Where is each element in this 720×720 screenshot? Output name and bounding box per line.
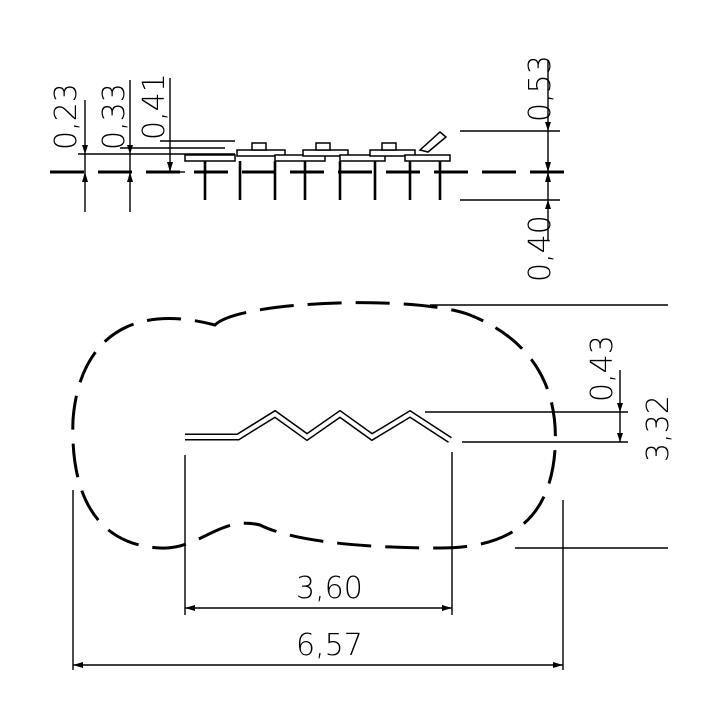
dim-label-033: 0,33 (97, 83, 132, 150)
dim-label-053: 0,53 (523, 55, 558, 122)
side-view: 0,23 0,33 0,41 0,53 0,40 (49, 55, 570, 282)
arrowheads (545, 122, 551, 209)
dim-label-332: 3,32 (641, 395, 676, 462)
equipment-top-inner (185, 411, 452, 442)
dim-label-360: 3,60 (296, 571, 363, 606)
dim-label-023: 0,23 (49, 83, 84, 150)
dim-label-657: 6,57 (296, 628, 363, 663)
dim-label-040: 0,40 (523, 215, 558, 282)
arrowheads (617, 403, 623, 442)
equipment-side (184, 131, 451, 200)
top-view: 3,60 6,57 0,43 3,32 (71, 301, 676, 670)
dim-label-043: 0,43 (585, 335, 620, 402)
safety-zone-outline (71, 301, 557, 550)
dim-label-041: 0,41 (137, 73, 172, 140)
